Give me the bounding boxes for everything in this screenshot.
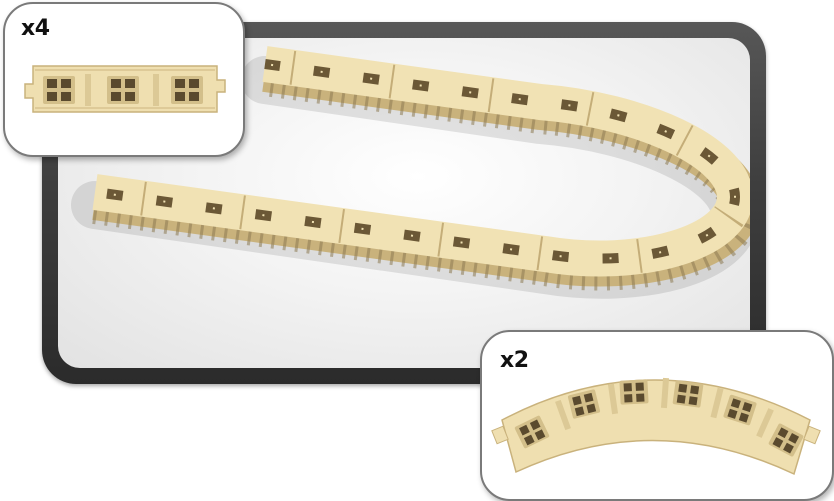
straight-piece-rib-2 [153,74,159,106]
straight-piece-callout: x4 [3,2,245,157]
curved-piece-callout: x2 [480,330,834,501]
straight-track-piece-illustration [5,4,243,155]
straight-piece-window-2 [107,76,139,104]
straight-piece-window-3 [171,76,203,104]
curved-piece-window-4 [672,380,703,408]
curved-piece-window-3 [619,379,648,404]
straight-piece-window-1 [43,76,75,104]
curved-track-piece-illustration [482,332,832,499]
straight-piece-rib-1 [85,74,91,106]
